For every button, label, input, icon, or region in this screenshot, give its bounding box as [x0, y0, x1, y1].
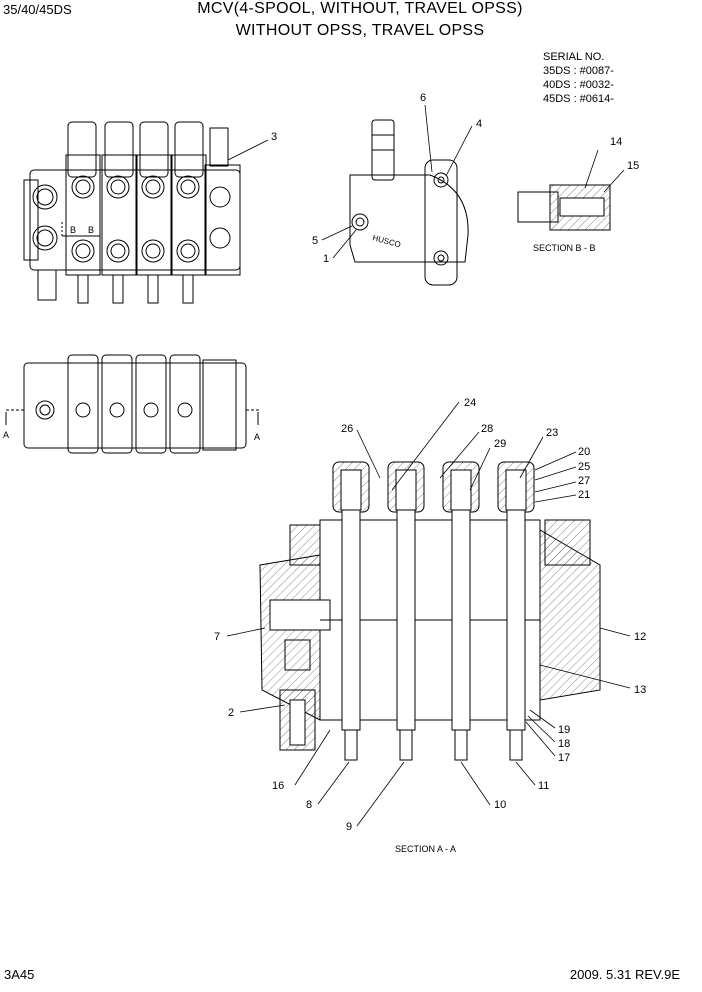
callout-label: 25	[578, 461, 590, 473]
callout-label: 9	[346, 821, 352, 833]
svg-text:HUSCO: HUSCO	[371, 233, 401, 249]
callout-label: 1	[323, 253, 329, 265]
callout-label: 17	[558, 752, 570, 764]
plan-view: A A	[3, 354, 260, 454]
front-view: B B 3	[23, 121, 277, 304]
callout-label: 3	[271, 131, 277, 143]
section-a-view: 24 26 28 29 23 20 25 27 21 7 12 13 2 19 …	[214, 397, 646, 854]
callout-label: 10	[494, 799, 506, 811]
callout-label: 29	[494, 438, 506, 450]
callout-label: 26	[341, 423, 353, 435]
callout-label: 14	[610, 136, 622, 148]
page-code: 3A45	[4, 967, 35, 982]
callout-label: 6	[420, 92, 426, 104]
callout-label: 28	[481, 423, 493, 435]
callout-label: 20	[578, 446, 590, 458]
serial-line: 35DS : #0087-	[543, 65, 614, 77]
callout-label: 23	[546, 427, 558, 439]
side-view: HUSCO 6 4 5 1	[312, 92, 482, 286]
cut-b-label: B	[88, 225, 94, 235]
section-a-label: SECTION A - A	[395, 844, 456, 854]
cut-a-label: A	[3, 430, 9, 440]
revision-date: 2009. 5.31 REV.9E	[569, 967, 680, 982]
cut-b-label: B	[70, 225, 76, 235]
section-b-view: 14 15 SECTION B - B	[517, 136, 639, 253]
callout-label: 12	[634, 631, 646, 643]
callout-label: 8	[306, 799, 312, 811]
callout-label: 16	[272, 780, 284, 792]
section-b-label: SECTION B - B	[533, 243, 596, 253]
callout-label: 15	[627, 160, 639, 172]
callout-label: 24	[464, 397, 476, 409]
callout-label: 27	[578, 475, 590, 487]
callout-label: 4	[476, 118, 482, 130]
serial-heading: SERIAL NO.	[543, 51, 605, 63]
model-label: 35/40/45DS	[3, 2, 72, 17]
callout-label: 5	[312, 235, 318, 247]
page-subtitle: WITHOUT OPSS, TRAVEL OPSS	[235, 22, 485, 39]
callout-label: 11	[538, 780, 549, 792]
callout-label: 2	[228, 707, 234, 719]
callout-label: 7	[214, 631, 220, 643]
cut-a-label: A	[254, 432, 260, 442]
serial-line: 40DS : #0032-	[543, 79, 614, 91]
serial-block: SERIAL NO. 35DS : #0087- 40DS : #0032- 4…	[543, 50, 614, 106]
callout-label: 21	[578, 489, 590, 501]
callout-label: 18	[558, 738, 570, 750]
callout-label: 13	[634, 684, 646, 696]
callout-label: 19	[558, 724, 570, 736]
page-title: MCV(4-SPOOL, WITHOUT, TRAVEL OPSS)	[197, 0, 523, 17]
serial-line: 45DS : #0614-	[543, 93, 614, 105]
